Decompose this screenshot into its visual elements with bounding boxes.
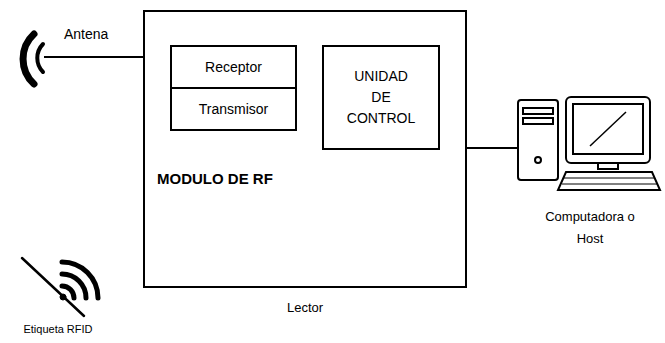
box-label: Receptor bbox=[205, 59, 262, 75]
computer-icon bbox=[518, 97, 660, 190]
drive-slot bbox=[523, 118, 553, 124]
screen-glare bbox=[590, 112, 626, 146]
component-box: UNIDAD DE CONTROL bbox=[322, 45, 440, 150]
rfid-tag-icon bbox=[22, 258, 98, 316]
computer-tower bbox=[518, 100, 558, 180]
tag-slash bbox=[22, 258, 84, 316]
computer-monitor bbox=[566, 97, 650, 163]
computer-keyboard bbox=[558, 172, 660, 190]
component-box: Receptor bbox=[170, 45, 297, 89]
component-box: Transmisor bbox=[170, 87, 297, 131]
antenna-arc bbox=[23, 34, 34, 84]
drive-slot bbox=[523, 108, 553, 114]
antenna-label: Antena bbox=[64, 26, 134, 42]
power-button bbox=[535, 157, 541, 163]
antenna-wire bbox=[44, 56, 144, 58]
host-wire bbox=[467, 147, 518, 149]
wave-arc bbox=[62, 262, 98, 298]
reader-label: Lector bbox=[145, 300, 465, 315]
module-label: MODULO DE RF bbox=[157, 170, 273, 187]
wave-arc bbox=[62, 274, 86, 298]
monitor-screen bbox=[573, 104, 643, 154]
reader-box: MODULO DE RFLectorReceptorTransmisorUNID… bbox=[143, 10, 467, 288]
host-label: Computadora o Host bbox=[532, 206, 648, 250]
box-label: UNIDAD DE CONTROL bbox=[344, 66, 418, 129]
keyboard-row bbox=[562, 184, 657, 185]
tag-label: Etiqueta RFID bbox=[8, 323, 108, 335]
antenna-symbol bbox=[23, 34, 43, 84]
box-label: Transmisor bbox=[199, 101, 269, 117]
keyboard-row bbox=[564, 178, 654, 179]
antenna-arc bbox=[37, 44, 43, 72]
monitor-stand bbox=[598, 163, 618, 169]
